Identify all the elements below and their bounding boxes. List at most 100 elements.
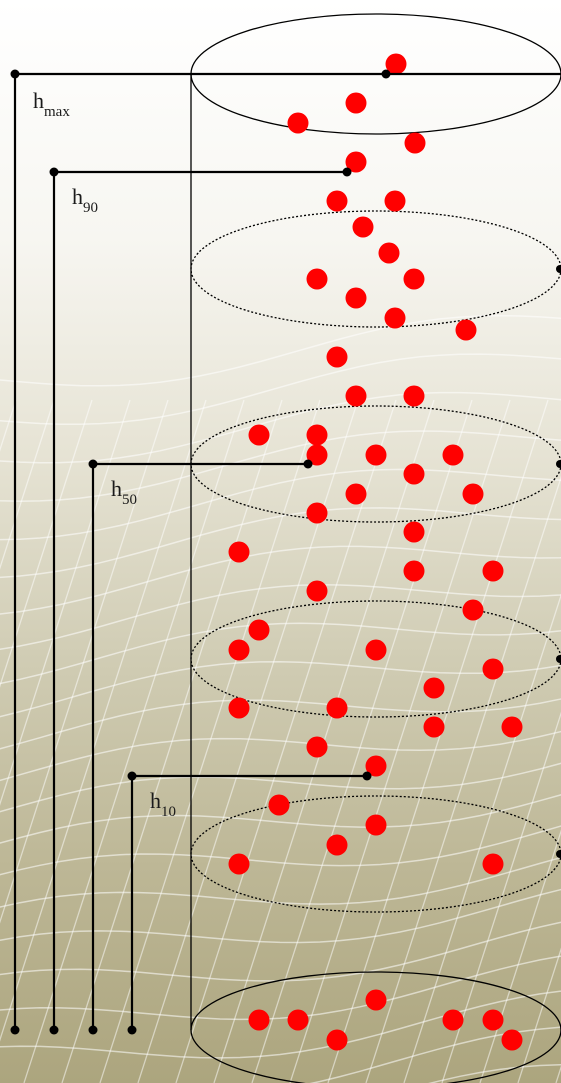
particle-dot (482, 560, 504, 582)
grid-line-vertical (517, 947, 561, 1083)
label-h50: h50 (111, 476, 137, 508)
grid-line-vertical (0, 399, 207, 1042)
particle-dot (248, 424, 270, 446)
particle-dot (384, 307, 406, 329)
particle-dot (385, 53, 407, 75)
grid-line-horizontal (0, 730, 561, 782)
particle-dot (228, 697, 250, 719)
grid-line-horizontal (0, 955, 561, 1021)
particle-dot (462, 483, 484, 505)
particle-dot (365, 814, 387, 836)
particle-dot (501, 1029, 523, 1051)
grid-line-vertical (0, 399, 55, 570)
particle-dot (306, 580, 328, 602)
marker-hmax (10, 69, 391, 1035)
marker-hmax-top-dot (10, 69, 20, 79)
particle-dot (365, 989, 387, 1011)
particle-dot (228, 639, 250, 661)
grid-line-vertical (289, 399, 511, 1083)
grid-line-horizontal (0, 921, 561, 982)
grid-line-horizontal (0, 825, 561, 876)
grid-line-vertical (555, 1065, 561, 1083)
label-h50-base: h (111, 476, 122, 501)
slice-edge-dot (556, 850, 561, 858)
particle-dot (462, 599, 484, 621)
grid-line-horizontal (0, 430, 561, 502)
particle-dot (345, 287, 367, 309)
particle-dot (423, 716, 445, 738)
marker-hmax-bottom-dot (10, 1025, 20, 1035)
particle-dot (268, 794, 290, 816)
slice-ellipse-4 (190, 795, 561, 913)
particle-dot (423, 677, 445, 699)
label-h10: h10 (150, 788, 176, 820)
marker-h90-end-dot (342, 167, 352, 177)
particle-dot (306, 424, 328, 446)
grid-line-horizontal (0, 391, 561, 464)
grid-line-horizontal (0, 660, 561, 718)
height-markers (10, 69, 561, 1035)
particle-dot (404, 132, 426, 154)
particle-dot (326, 346, 348, 368)
particle-dot (326, 834, 348, 856)
marker-h50-end-dot (303, 459, 313, 469)
grid-line-horizontal (428, 1063, 561, 1083)
particle-dot (403, 385, 425, 407)
grid-line-horizontal (0, 698, 561, 750)
slice-ellipse-1 (190, 210, 561, 328)
label-h50-sub: 50 (122, 492, 137, 508)
marker-h90-top-dot (49, 167, 59, 177)
grid-line-horizontal (0, 314, 561, 387)
grid-line-vertical (441, 711, 561, 1083)
particle-dot (501, 716, 523, 738)
particle-dot (228, 853, 250, 875)
particle-dot (306, 268, 328, 290)
grid-line-horizontal (0, 622, 561, 685)
slice-edge-dot (556, 460, 561, 468)
slice-ellipse-3 (190, 600, 561, 718)
particle-dot (228, 541, 250, 563)
grid-line-vertical (365, 475, 561, 1083)
label-h90-base: h (72, 184, 83, 209)
grid-line-horizontal (309, 1026, 561, 1083)
particle-dot (345, 385, 367, 407)
particle-dot (352, 216, 374, 238)
particles (228, 53, 523, 1051)
particle-dot (442, 444, 464, 466)
grid-line-horizontal (0, 468, 561, 541)
grid-line-vertical (327, 399, 549, 1083)
particle-dot (248, 1009, 270, 1031)
particle-dot (365, 639, 387, 661)
grid-line-horizontal (0, 794, 561, 844)
cylinder-bottom-ellipse (190, 971, 561, 1083)
grid-line-horizontal (0, 507, 561, 579)
particle-dot (345, 483, 367, 505)
label-h10-base: h (150, 788, 161, 813)
marker-h90-bottom-dot (49, 1025, 59, 1035)
particle-dot (287, 112, 309, 134)
label-hmax-base: h (33, 88, 44, 113)
particle-dot (384, 190, 406, 212)
particle-dot (403, 268, 425, 290)
marker-h50-top-dot (88, 459, 98, 469)
particle-dot (306, 502, 328, 524)
particle-dot (345, 151, 367, 173)
particle-dot (287, 1009, 309, 1031)
marker-h50 (88, 459, 313, 1035)
grid-line-vertical (175, 399, 397, 1083)
slice-edge-dot (556, 655, 561, 663)
label-h90-sub: 90 (83, 200, 98, 216)
particle-dot (482, 658, 504, 680)
grid-line-vertical (0, 399, 93, 688)
particle-dot (326, 1029, 348, 1051)
background-grid (0, 314, 561, 1083)
particle-dot (306, 736, 328, 758)
grid-line-horizontal (0, 584, 561, 651)
grid-line-horizontal (0, 545, 561, 615)
grid-line-vertical (0, 399, 169, 924)
grid-line-vertical (479, 829, 561, 1083)
label-hmax-sub: max (44, 104, 70, 120)
grid-line-horizontal (0, 353, 561, 425)
marker-h10-top-dot (127, 771, 137, 781)
